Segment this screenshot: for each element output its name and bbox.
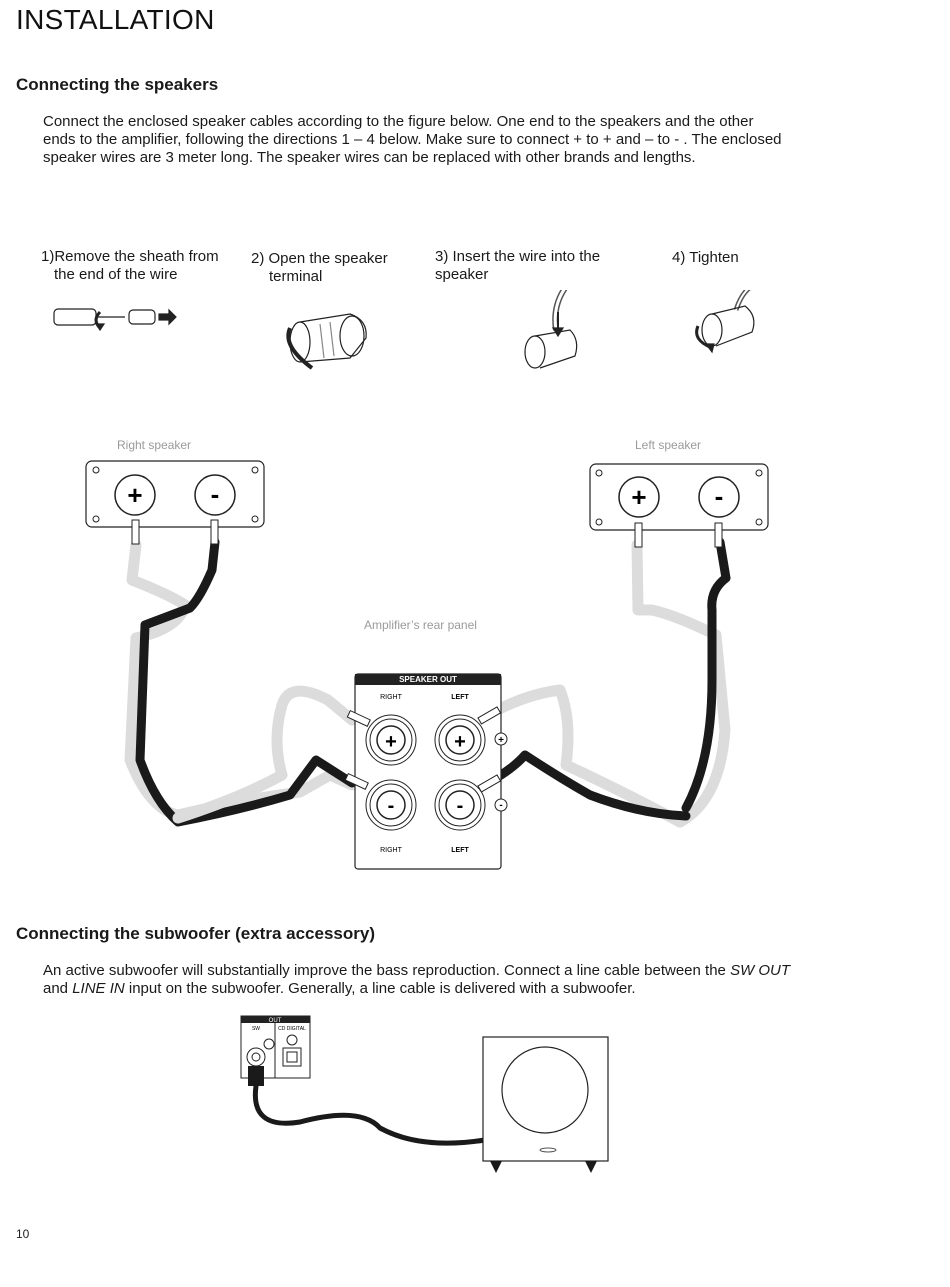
step-1-line1: 1)Remove the sheath from [41,248,219,265]
speakers-instructions: Connect the enclosed speaker cables acco… [43,113,923,167]
amp-output-panel: OUT SW CD DIGITAL [240,1015,311,1086]
section-heading-speakers: Connecting the speakers [16,75,219,94]
step-3-line1: 3) Insert the wire into the [435,248,601,265]
tighten-terminal-icon [695,290,755,354]
step-2-caption: 2) Open the speaker terminal [251,250,388,286]
step-1-line2: the end of the wire [54,266,178,283]
speaker-wiring-diagram: Right speaker Left speaker Amplifier’s r… [85,438,769,870]
paragraph-line: speaker wires are 3 meter long. The spea… [43,149,696,166]
amplifier-rear-panel: SPEAKER OUT RIGHT LEFT RIGHT LEFT + + - … [354,673,508,870]
plus-sign: + [454,731,466,753]
left-speaker-terminal: + - [589,463,769,548]
left-speaker-cable [474,537,731,828]
minus-sign: - [499,800,502,811]
step-3-line2: speaker [435,266,489,283]
plus-sign: + [631,482,646,512]
left-speaker-label: Left speaker [635,438,701,452]
step-3-caption: 3) Insert the wire into the speaker [435,248,600,284]
right-column-label-bottom: RIGHT [380,847,403,854]
left-column-label: LEFT [451,694,469,701]
paragraph-line: ends to the amplifier, following the dir… [43,131,782,148]
right-column-label: RIGHT [380,694,403,701]
plus-sign: + [385,731,397,753]
speaker-out-header: SPEAKER OUT [399,675,457,684]
text-span: An active subwoofer will substantially i… [43,962,731,979]
sw-out-term: SW OUT [730,962,791,979]
step-illustrations [53,290,755,370]
page-number: 10 [16,1227,30,1241]
minus-sign: - [211,479,220,509]
minus-sign: - [715,481,724,511]
text-span: input on the subwoofer. Generally, a lin… [124,980,636,997]
line-in-term: LINE IN [72,980,125,997]
line-cable [252,1083,488,1146]
text-span: and [43,980,73,997]
page-title: INSTALLATION [16,4,215,35]
cd-digital-label: CD DIGITAL [278,1026,306,1032]
plus-sign: + [127,480,142,510]
paragraph-line: Connect the enclosed speaker cables acco… [43,113,754,130]
plus-sign: + [498,735,504,746]
step-2-line2: terminal [269,268,323,285]
out-label: OUT [269,1018,282,1024]
right-speaker-cable [124,537,358,827]
minus-sign: - [457,795,464,817]
step-1-caption: 1)Remove the sheath from the end of the … [41,248,219,284]
step-4-caption: 4) Tighten [672,249,739,267]
right-speaker-label: Right speaker [117,438,191,452]
step-4-line1: 4) Tighten [672,249,739,266]
sw-label: SW [252,1026,260,1032]
subwoofer-diagram: OUT SW CD DIGITAL [240,1015,609,1173]
open-terminal-icon [286,313,367,370]
subwoofer-instructions: An active subwoofer will substantially i… [43,962,923,998]
wire-tips [344,706,502,793]
subwoofer-box [482,1036,609,1173]
left-column-label-bottom: LEFT [451,847,469,854]
right-speaker-terminal: + - [85,460,265,545]
minus-sign: - [388,795,395,817]
amplifier-label: Amplifier’s rear panel [364,618,477,632]
strip-wire-icon [53,308,177,332]
section-heading-subwoofer: Connecting the subwoofer (extra accessor… [16,924,375,943]
step-2-line1: 2) Open the speaker [251,250,388,267]
insert-wire-icon [524,290,578,369]
